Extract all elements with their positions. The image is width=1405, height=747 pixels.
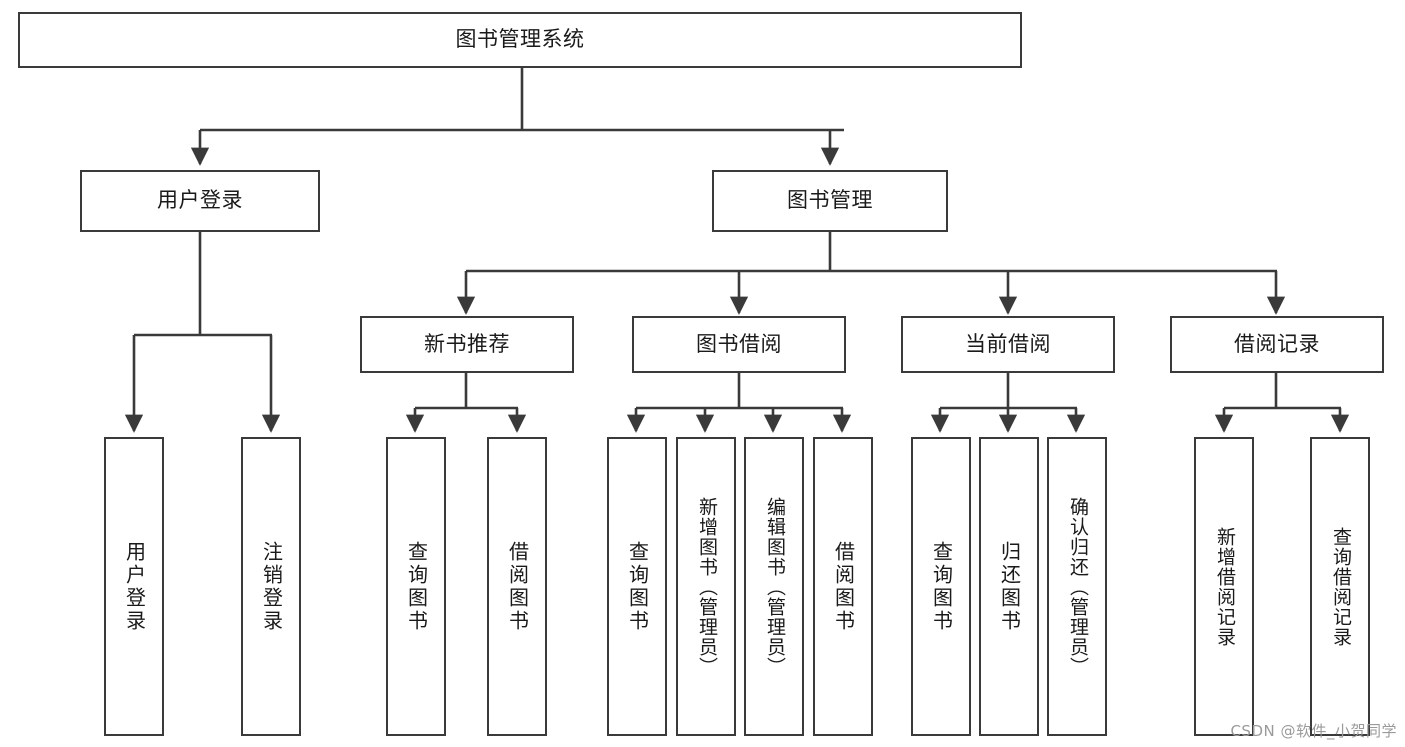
node-label: 当前借阅 (965, 331, 1051, 356)
node-label: 借阅记录 (1234, 331, 1320, 356)
node-user-login[interactable]: 用户登录 (80, 170, 320, 232)
leaf-user-login[interactable]: 用户登录 (104, 437, 164, 736)
node-label: 查询借阅记录 (1329, 526, 1352, 647)
leaf-query-book-current[interactable]: 查询图书 (911, 437, 971, 736)
node-label: 借阅图书 (505, 540, 530, 633)
leaf-query-borrow-record[interactable]: 查询借阅记录 (1310, 437, 1370, 736)
node-label: 借阅图书 (831, 540, 856, 633)
node-label: 用户登录 (122, 540, 147, 633)
node-label: 确认归还（管理员） (1066, 496, 1089, 677)
leaf-add-book-admin[interactable]: 新增图书（管理员） (676, 437, 736, 736)
node-label: 图书管理 (787, 188, 873, 213)
leaf-query-book-borrow[interactable]: 查询图书 (607, 437, 667, 736)
leaf-confirm-return-admin[interactable]: 确认归还（管理员） (1047, 437, 1107, 736)
node-label: 图书管理系统 (455, 27, 585, 52)
node-current-borrow[interactable]: 当前借阅 (901, 316, 1115, 373)
leaf-borrow-book-recommend[interactable]: 借阅图书 (487, 437, 547, 736)
node-label: 编辑图书（管理员） (763, 496, 786, 677)
leaf-logout[interactable]: 注销登录 (241, 437, 301, 736)
node-book-borrow[interactable]: 图书借阅 (632, 316, 846, 373)
leaf-query-book-recommend[interactable]: 查询图书 (386, 437, 446, 736)
node-label: 查询图书 (929, 540, 954, 633)
leaf-borrow-book[interactable]: 借阅图书 (813, 437, 873, 736)
node-label: 查询图书 (404, 540, 429, 633)
node-label: 新书推荐 (424, 331, 510, 356)
node-label: 查询图书 (625, 540, 650, 633)
node-root-book-management-system[interactable]: 图书管理系统 (18, 12, 1022, 68)
node-label: 新增图书（管理员） (695, 496, 718, 677)
node-label: 归还图书 (997, 540, 1022, 633)
watermark-text: CSDN @软件_小贺同学 (1230, 722, 1397, 740)
node-borrow-record[interactable]: 借阅记录 (1170, 316, 1384, 373)
leaf-add-borrow-record[interactable]: 新增借阅记录 (1194, 437, 1254, 736)
node-label: 新增借阅记录 (1213, 526, 1236, 647)
node-label: 用户登录 (157, 188, 243, 213)
node-label: 注销登录 (259, 540, 284, 633)
node-label: 图书借阅 (696, 331, 782, 356)
leaf-return-book[interactable]: 归还图书 (979, 437, 1039, 736)
node-new-book-recommend[interactable]: 新书推荐 (360, 316, 574, 373)
leaf-edit-book-admin[interactable]: 编辑图书（管理员） (744, 437, 804, 736)
node-book-management[interactable]: 图书管理 (712, 170, 948, 232)
